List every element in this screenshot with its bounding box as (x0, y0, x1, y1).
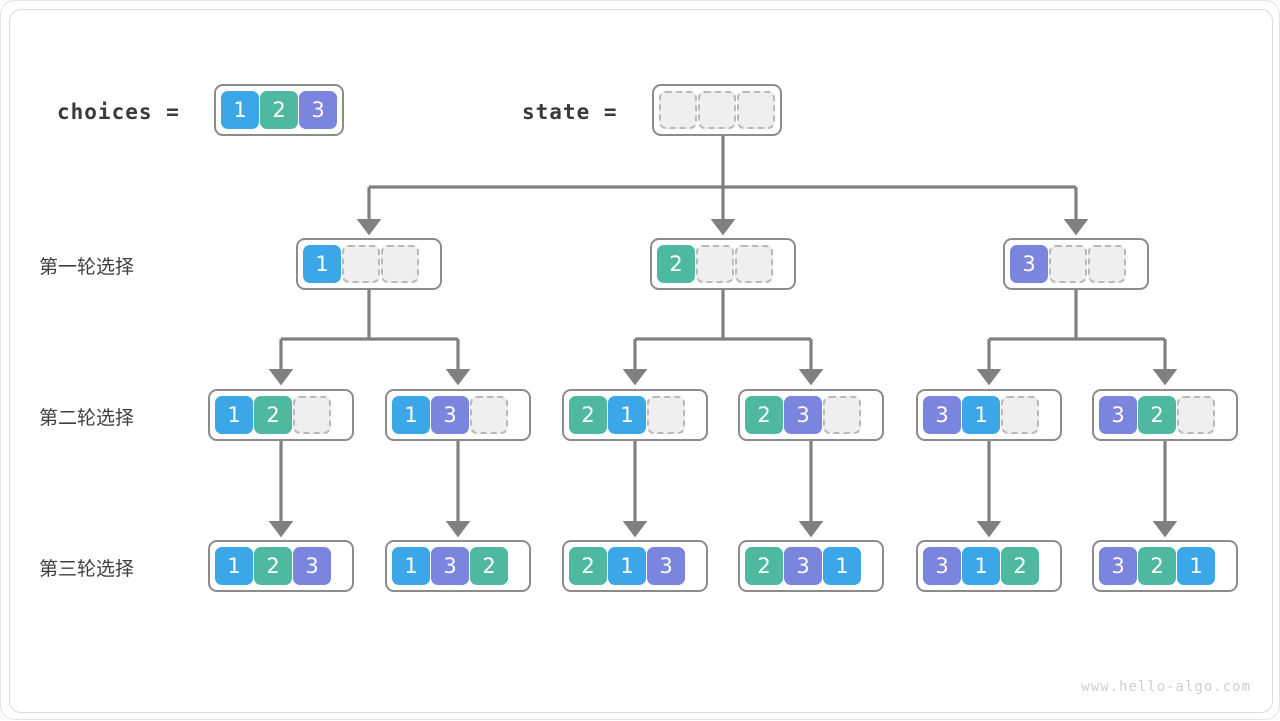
r3n5-cell-2: 2 (1001, 547, 1039, 585)
r1n2-cell-1 (696, 245, 734, 283)
row-label-round-3: 第三轮选择 (39, 559, 135, 580)
r2n5-cell-2 (1001, 396, 1039, 434)
row-label-round-2: 第二轮选择 (39, 408, 135, 429)
r3n1-cell-2: 3 (293, 547, 331, 585)
r3n1-cell-1: 2 (254, 547, 292, 585)
r3n6-cell-1: 2 (1138, 547, 1176, 585)
choices-cell-1: 2 (260, 91, 298, 129)
r2n4-cell-1: 3 (784, 396, 822, 434)
r2n4-cell-2 (823, 396, 861, 434)
r2n3-cell-0: 2 (569, 396, 607, 434)
r1n2-cell-2 (735, 245, 773, 283)
r2n1-cell-1: 2 (254, 396, 292, 434)
r3n3-cell-1: 1 (608, 547, 646, 585)
state-array (652, 84, 782, 136)
state-array-round-1-node-2: 2 (650, 238, 796, 290)
r1n1-cell-0: 1 (303, 245, 341, 283)
r1n2-cell-0: 2 (657, 245, 695, 283)
r2n2-cell-0: 1 (392, 396, 430, 434)
r2n6-cell-1: 2 (1138, 396, 1176, 434)
state-cell-2 (737, 91, 775, 129)
r3n2-cell-2: 2 (470, 547, 508, 585)
choices-label: choices = (57, 100, 180, 124)
r3n3-cell-2: 3 (647, 547, 685, 585)
r3n6-cell-0: 3 (1099, 547, 1137, 585)
watermark: www.hello-algo.com (1081, 679, 1251, 695)
r3n3-cell-0: 2 (569, 547, 607, 585)
r3n2-cell-1: 3 (431, 547, 469, 585)
r1n1-cell-2 (381, 245, 419, 283)
r2n1-cell-2 (293, 396, 331, 434)
r2n4-cell-0: 2 (745, 396, 783, 434)
r1n3-cell-0: 3 (1010, 245, 1048, 283)
r3n6-cell-2: 1 (1177, 547, 1215, 585)
state-cell-1 (698, 91, 736, 129)
r2n6-cell-2 (1177, 396, 1215, 434)
state-label: state = (522, 100, 618, 124)
r2n2-cell-2 (470, 396, 508, 434)
r2n3-cell-1: 1 (608, 396, 646, 434)
state-array-round-1-node-1: 1 (296, 238, 442, 290)
r2n6-cell-0: 3 (1099, 396, 1137, 434)
r2n5-cell-0: 3 (923, 396, 961, 434)
r1n3-cell-1 (1049, 245, 1087, 283)
r3n2-cell-0: 1 (392, 547, 430, 585)
r3n4-cell-0: 2 (745, 547, 783, 585)
r2n5-cell-1: 1 (962, 396, 1000, 434)
row-label-round-1: 第一轮选择 (39, 257, 135, 278)
r3n5-cell-0: 3 (923, 547, 961, 585)
r2n1-cell-0: 1 (215, 396, 253, 434)
choices-cell-2: 3 (299, 91, 337, 129)
r3n1-cell-0: 1 (215, 547, 253, 585)
r1n1-cell-1 (342, 245, 380, 283)
state-cell-0 (659, 91, 697, 129)
r3n4-cell-2: 1 (823, 547, 861, 585)
state-array-round-1-node-3: 3 (1003, 238, 1149, 290)
r2n3-cell-2 (647, 396, 685, 434)
r1n3-cell-2 (1088, 245, 1126, 283)
choices-cell-0: 1 (221, 91, 259, 129)
r2n2-cell-1: 3 (431, 396, 469, 434)
r3n5-cell-1: 1 (962, 547, 1000, 585)
r3n4-cell-1: 3 (784, 547, 822, 585)
